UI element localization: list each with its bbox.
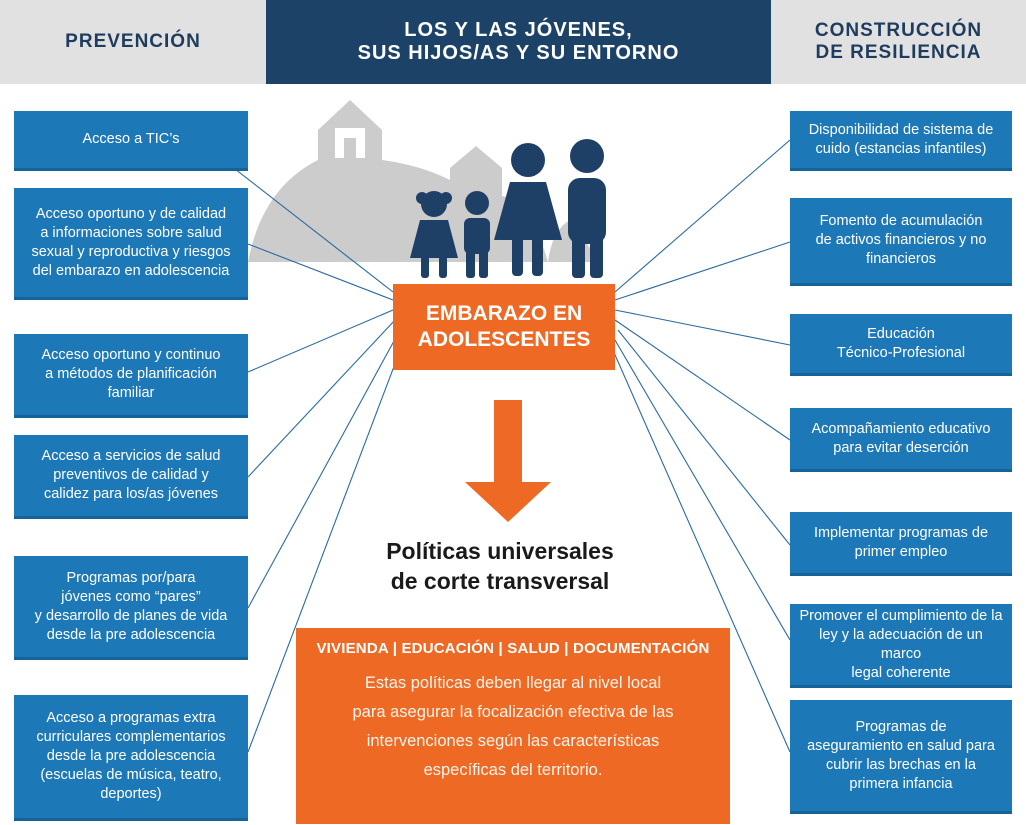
policies-box: VIVIENDA | EDUCACIÓN | SALUD | DOCUMENTA… (296, 628, 730, 824)
family-icon (410, 139, 606, 278)
left-item-tic: Acceso a TIC’s (14, 111, 248, 171)
policy-description: Estas políticas deben llegar al nivel lo… (352, 674, 674, 779)
header-jovenes: LOS Y LAS JÓVENES,SUS HIJOS/AS Y SU ENTO… (266, 0, 771, 84)
down-arrow-icon (465, 400, 551, 522)
header-prevencion: PREVENCIÓN (0, 0, 266, 84)
connector-line-group (207, 139, 791, 753)
policy-areas: VIVIENDA | EDUCACIÓN | SALUD | DOCUMENTA… (316, 640, 710, 657)
